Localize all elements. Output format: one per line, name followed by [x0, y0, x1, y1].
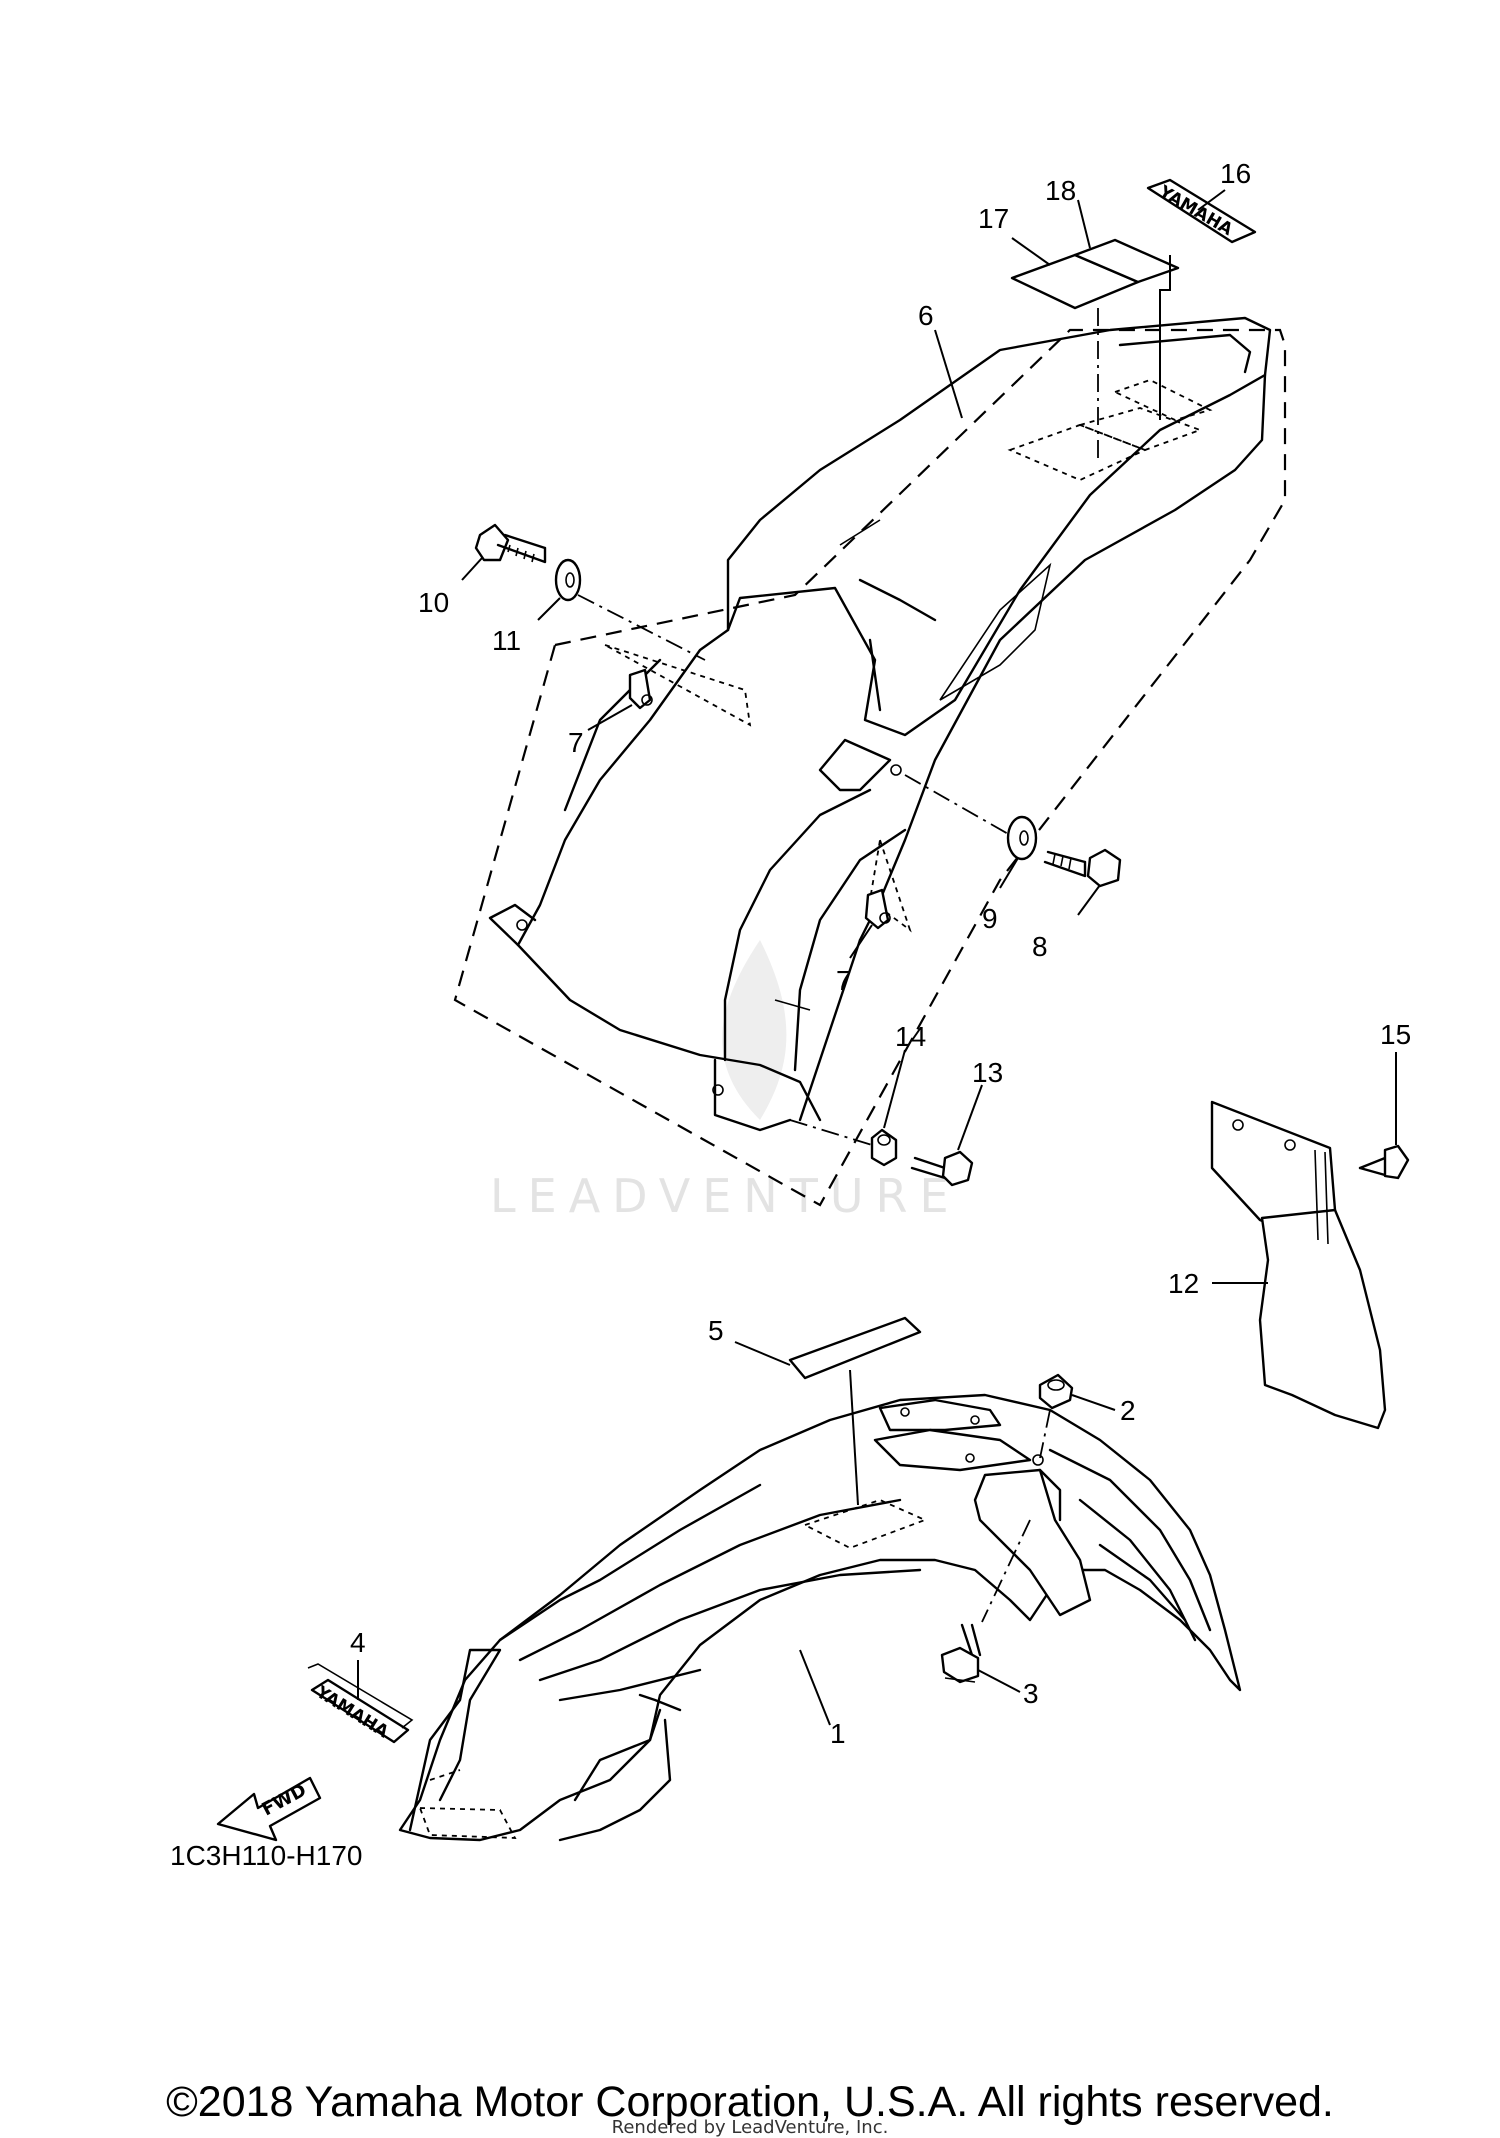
- diagram-code: 1C3H110-H170: [170, 1840, 363, 1871]
- callout-16: 16: [1220, 158, 1251, 189]
- callout-7-upper: 7: [568, 727, 584, 758]
- clip-nut-upper: [628, 668, 653, 710]
- watermark-text: LEADVENTURE: [490, 1169, 961, 1223]
- bolt-3: [940, 1623, 982, 1684]
- decal-5: [788, 1316, 922, 1380]
- callout-2: 2: [1120, 1395, 1136, 1426]
- callout-9: 9: [982, 903, 998, 934]
- callout-5: 5: [708, 1315, 724, 1346]
- callout-6: 6: [918, 300, 934, 331]
- callout-1: 1: [830, 1718, 846, 1749]
- bolt-8: [1043, 848, 1122, 888]
- callout-8: 8: [1032, 931, 1048, 962]
- decal-16: YAMAHA: [1146, 178, 1257, 244]
- rear-fender: [453, 316, 1287, 1207]
- copyright-notice: ©2018 Yamaha Motor Corporation, U.S.A. A…: [166, 2078, 1334, 2126]
- callouts: 1 2 3 4 5 6 7 7 8 9 10 11 12: [350, 158, 1411, 1749]
- callout-15: 15: [1380, 1019, 1411, 1050]
- decal-17-18: [1010, 238, 1180, 310]
- rendered-by-credit: Rendered by LeadVenture, Inc.: [611, 2117, 889, 2138]
- collar-2: [1038, 1373, 1074, 1410]
- bolt-10: [474, 523, 547, 564]
- callout-3: 3: [1023, 1678, 1039, 1709]
- callout-17: 17: [978, 203, 1009, 234]
- washer-9: [1006, 815, 1038, 861]
- callout-11: 11: [492, 625, 521, 656]
- callout-14: 14: [895, 1021, 926, 1052]
- bolt-13: [910, 1150, 974, 1187]
- decal-4: YAMAHA: [307, 1663, 414, 1744]
- callout-4: 4: [350, 1627, 366, 1658]
- callout-12: 12: [1168, 1268, 1199, 1299]
- callout-13: 13: [972, 1057, 1003, 1088]
- fwd-arrow: FWD: [216, 1776, 322, 1842]
- washer-11: [554, 558, 582, 602]
- callout-7-lower: 7: [836, 965, 852, 996]
- callout-18: 18: [1045, 175, 1076, 206]
- leadventure-watermark: LEADVENTURE: [490, 940, 961, 1223]
- front-fender-1: [398, 1393, 1242, 1842]
- callout-10: 10: [418, 587, 449, 618]
- mud-flap-12: [1210, 1100, 1387, 1430]
- clip-nut-lower: [864, 888, 891, 930]
- screw-15: [1358, 1144, 1410, 1180]
- collar-14: [870, 1128, 898, 1167]
